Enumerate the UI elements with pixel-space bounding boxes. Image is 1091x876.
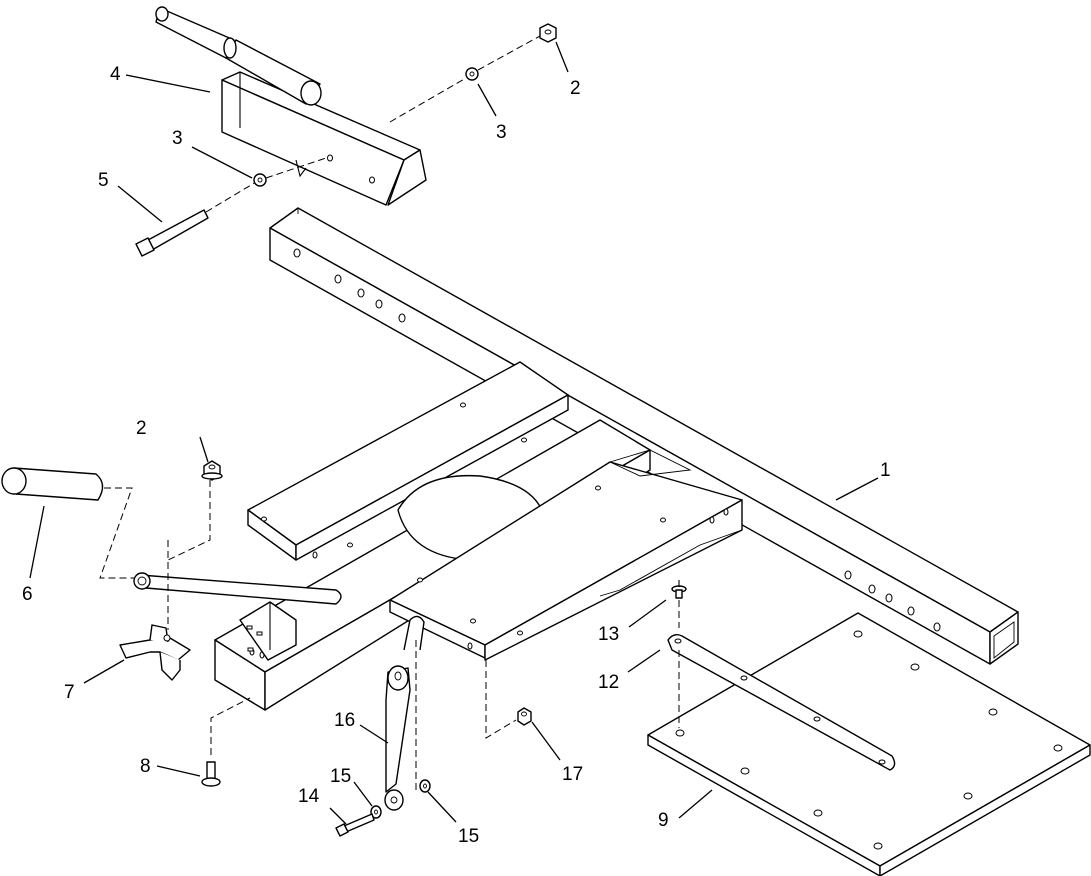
shoulder-bolt — [201, 761, 221, 787]
callout-6: 6 — [22, 584, 33, 605]
shock-mount-bracket — [221, 71, 427, 206]
callout-15-left: 15 — [330, 766, 351, 787]
rivet-13 — [671, 580, 687, 599]
callout-13: 13 — [598, 624, 619, 645]
callout-12: 12 — [598, 672, 619, 693]
flange-nut-upper — [539, 23, 557, 43]
link-16 — [384, 615, 425, 811]
callout-9: 9 — [658, 810, 669, 831]
leader-lines — [29, 41, 879, 825]
plate-holes — [675, 630, 1063, 850]
bolt-14 — [335, 813, 375, 837]
handle-grip — [1, 467, 104, 501]
callout-16: 16 — [334, 710, 355, 731]
latch-clip — [119, 624, 191, 681]
callout-15-right: 15 — [458, 826, 479, 847]
callout-3-right: 3 — [496, 122, 507, 143]
shock-absorber — [155, 6, 322, 106]
callout-8: 8 — [140, 756, 151, 777]
washer-left — [253, 173, 267, 187]
callout-17: 17 — [562, 764, 583, 785]
callout-4: 4 — [110, 64, 121, 85]
callout-5: 5 — [98, 170, 109, 191]
seat-plate — [647, 612, 1091, 876]
washer-15-left — [370, 805, 382, 819]
flange-nut-lower — [201, 460, 223, 481]
callout-2-upper: 2 — [570, 78, 581, 99]
frame-holes — [293, 248, 941, 632]
callout-1: 1 — [880, 460, 891, 481]
slide-rail-left — [247, 361, 569, 561]
callout-7: 7 — [64, 682, 75, 703]
callout-labels: 1 2 2 3 3 4 5 6 7 8 9 12 13 14 15 15 16 … — [22, 64, 891, 847]
strap-12 — [667, 633, 896, 771]
handle-lever — [133, 572, 342, 605]
lever-bracket — [239, 601, 297, 661]
nut-17 — [517, 707, 532, 726]
slide-rail-right — [389, 449, 743, 661]
callout-3-left: 3 — [172, 128, 183, 149]
washer-15-right — [419, 779, 431, 793]
callout-2-lower: 2 — [136, 418, 147, 439]
washer-right — [465, 67, 479, 81]
callout-14: 14 — [298, 786, 320, 807]
bolt-5 — [135, 209, 209, 257]
